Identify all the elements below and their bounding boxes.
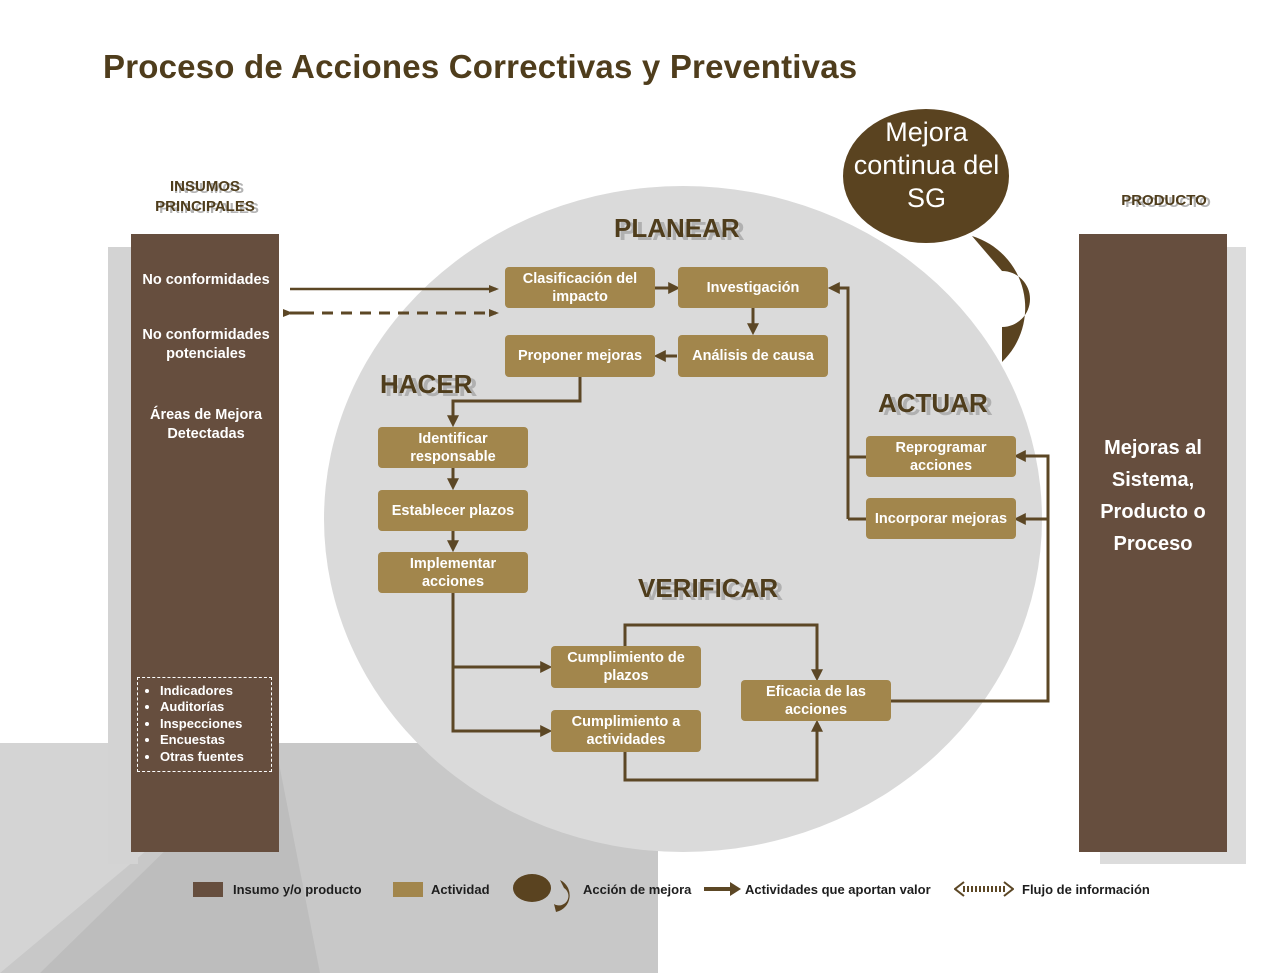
legend-activity-label: Actividad [431,882,490,897]
list-item: Auditorías [160,699,271,715]
legend-value-arrow-icon [704,882,741,896]
legend-input-label: Insumo y/o producto [233,882,362,897]
phase-verificar: VERIFICAR [638,573,779,603]
activities-to-efficacy-arrow [623,719,823,782]
list-item: Indicadores [160,683,271,699]
legend-improvement-icon [513,874,570,912]
activity-deadline-compliance: Cumplimiento de plazos [551,646,701,688]
legend-input-swatch [193,882,223,897]
legend-value-label: Actividades que aportan valor [745,882,931,897]
activity-action-efficacy: Eficacia de las acciones [741,680,891,721]
legend-improvement-label: Acción de mejora [583,882,692,897]
deadlines-check-to-efficacy-arrow [623,623,823,682]
activity-propose-improvements: Proponer mejoras [505,335,655,377]
activity-incorporate-improvements: Incorporar mejoras [866,498,1016,539]
continuous-improvement-bubble [843,109,1009,243]
legend-info-flow-label: Flujo de información [1022,882,1150,897]
activity-investigation: Investigación [678,267,828,308]
input-panel [131,234,279,852]
reprogram-to-investigation-arrow [827,282,866,459]
input-item-improvement-areas: Áreas de Mejora Detectadas [149,407,263,442]
list-item: Encuestas [160,732,271,748]
activity-classification: Clasificación del impacto [505,267,655,308]
legend-activity-swatch [393,882,423,897]
improvement-curved-arrow [972,236,1030,362]
phase-actuar: ACTUAR [878,388,988,418]
output-panel [1079,234,1227,852]
activity-assign-responsible: Identificar responsable [378,427,528,468]
input-sources-list: Indicadores Auditorías Inspecciones Encu… [137,677,272,772]
output-product-text: Mejoras al Sistema, Producto o Proceso [1100,437,1206,555]
activity-reschedule-actions: Reprogramar acciones [866,436,1016,477]
input-item-nonconformities: No conformidades [142,272,270,288]
list-item: Inspecciones [160,716,271,732]
efficacy-to-reprogram-arrow [890,450,1050,703]
activity-task-compliance: Cumplimiento a actividades [551,710,701,752]
activity-implement-actions: Implementar acciones [378,552,528,593]
activity-set-deadlines: Establecer plazos [378,490,528,531]
continuous-improvement-label: Mejora continua del SG [853,117,1000,213]
output-heading: PRODUCTO [1121,192,1207,209]
legend-info-flow-icon [954,881,1014,897]
page-title: Proceso de Acciones Correctivas y Preven… [103,48,858,85]
propose-to-identify-arrow [447,377,582,428]
inputs-heading: INSUMOS PRINCIPALES [155,178,255,215]
phase-hacer: HACER [380,369,473,399]
activity-root-cause-analysis: Análisis de causa [678,335,828,377]
input-item-potential-nonconformities: No conformidades potenciales [142,327,270,362]
implement-to-activities-arrow [451,593,553,737]
phase-planear: PLANEAR [614,213,740,243]
list-item: Otras fuentes [160,749,271,765]
